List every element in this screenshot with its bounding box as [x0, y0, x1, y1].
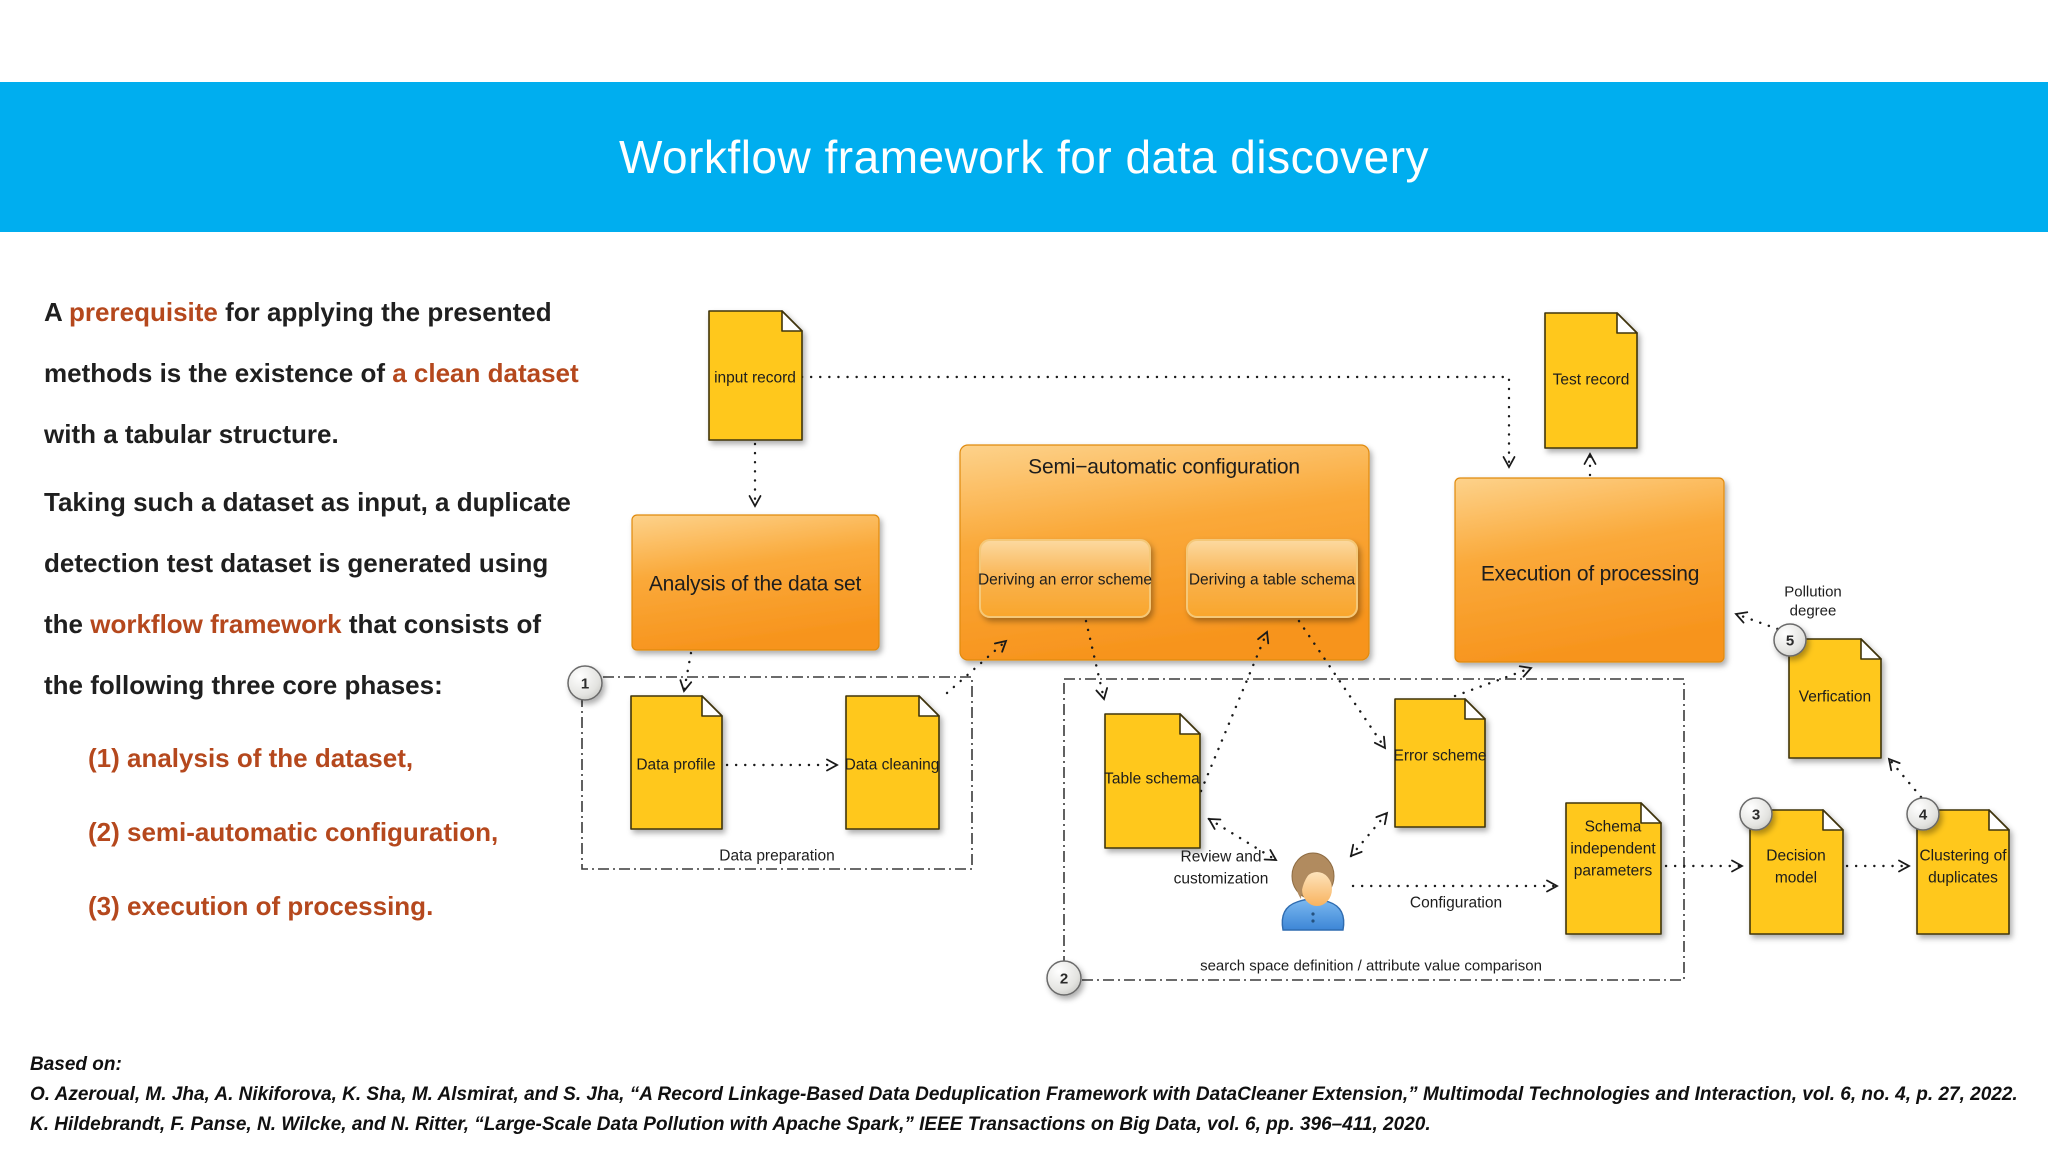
- plain-text: A: [44, 297, 70, 327]
- pollution-degree-label-l2: degree: [1790, 603, 1837, 620]
- connector-derivingtable-to-errorscheme: [1297, 619, 1387, 750]
- plain-text: Taking such a dataset as input, a duplic…: [44, 487, 571, 517]
- decision-model-label-l1: Decision: [1766, 848, 1825, 865]
- decision-model-label-l2: model: [1775, 870, 1817, 887]
- number-badges: 1 2 3 4 5: [567, 623, 1940, 996]
- data-preparation-frame: [581, 676, 973, 870]
- phase-item-2: (2) semi-automatic configuration,: [88, 817, 499, 847]
- intro-line: the following three core phases:: [44, 655, 571, 716]
- phase-item-1: (1) analysis of the dataset,: [88, 743, 414, 773]
- semi-automatic-configuration-box: [959, 444, 1370, 661]
- data-cleaning-doc: [845, 695, 940, 830]
- review-label-l1: Review and: [1181, 849, 1262, 866]
- paragraph-workflow: Taking such a dataset as input, a duplic…: [44, 472, 571, 716]
- clustering-of-duplicates-doc: [1916, 809, 2010, 935]
- badge-1-circle: [567, 665, 603, 701]
- plain-text: methods is the existence of: [44, 358, 393, 388]
- semi-config-title: Semi−automatic configuration: [1028, 456, 1300, 479]
- connector-analysis-to-dataprofile: [679, 651, 693, 693]
- user-avatar-icon: [1281, 852, 1345, 931]
- title-banner: Workflow framework for data discovery: [0, 82, 2048, 232]
- configuration-label: Configuration: [1410, 895, 1502, 912]
- plain-text: the: [44, 609, 91, 639]
- schema-params-label-l3: parameters: [1574, 863, 1653, 880]
- badge-1-label: 1: [581, 676, 589, 693]
- clustering-label-l1: Clustering of: [1919, 848, 2007, 865]
- decision-model-doc: [1749, 809, 1844, 935]
- plain-text: with a tabular structure.: [44, 419, 339, 449]
- data-cleaning-label: Data cleaning: [845, 757, 940, 774]
- intro-line: methods is the existence of a clean data…: [44, 343, 579, 404]
- deriving-table-schema-box: [1186, 539, 1358, 618]
- phase-list: (1) analysis of the dataset, (2) semi-au…: [88, 721, 498, 943]
- citation-block: Based on: O. Azeroual, M. Jha, A. Nikifo…: [30, 1050, 2020, 1140]
- deriving-table-label: Deriving a table schema: [1189, 572, 1356, 589]
- data-preparation-label: Data preparation: [719, 848, 834, 865]
- badge-3-circle: [1739, 797, 1773, 831]
- connector-person-errorscheme: [1349, 811, 1389, 858]
- input-record-doc: [708, 310, 803, 441]
- intro-line: Taking such a dataset as input, a duplic…: [44, 472, 571, 533]
- schema-independent-parameters-doc: [1565, 802, 1662, 935]
- plain-text: that consists of: [341, 609, 541, 639]
- intro-text-block: A prerequisite for applying the presente…: [0, 0, 640, 1152]
- pollution-degree-label-l1: Pollution: [1784, 584, 1842, 601]
- search-space-frame: [1063, 678, 1685, 981]
- paragraph-prerequisite: A prerequisite for applying the presente…: [44, 282, 579, 465]
- data-profile-doc: [630, 695, 723, 830]
- plain-text: the following three core phases:: [44, 670, 443, 700]
- badge-5-circle: [1773, 623, 1807, 657]
- verification-label: Verfication: [1799, 689, 1871, 706]
- badge-4-circle: [1906, 797, 1940, 831]
- slide-title: Workflow framework for data discovery: [618, 131, 1430, 183]
- plain-text: for applying the presented: [217, 297, 552, 327]
- badge-3-label: 3: [1752, 807, 1760, 824]
- input-record-label: input record: [714, 370, 796, 387]
- intro-line: with a tabular structure.: [44, 404, 579, 465]
- table-schema-doc: [1104, 713, 1201, 849]
- deriving-error-scheme-box: [979, 539, 1151, 618]
- data-profile-label: Data profile: [636, 757, 715, 774]
- connector-errorscheme-to-execution: [1453, 665, 1533, 698]
- intro-line: detection test dataset is generated usin…: [44, 533, 571, 594]
- connector-input-to-execution: [800, 375, 1516, 469]
- test-record-doc: [1544, 312, 1638, 449]
- accent-text: workflow framework: [90, 609, 342, 639]
- deriving-error-label: Deriving an error scheme: [978, 572, 1152, 589]
- execution-box-label: Execution of processing: [1481, 563, 1699, 586]
- document-shapes: [630, 310, 2010, 935]
- accent-text: a clean dataset: [392, 358, 579, 388]
- analysis-box: [631, 514, 880, 651]
- intro-line: the workflow framework that consists of: [44, 594, 571, 655]
- test-record-label: Test record: [1553, 372, 1630, 389]
- intro-line: A prerequisite for applying the presente…: [44, 282, 579, 343]
- citation-2: K. Hildebrandt, F. Panse, N. Wilcke, and…: [30, 1114, 1431, 1135]
- schema-params-label-l1: Schema: [1585, 819, 1642, 836]
- badge-2-label: 2: [1060, 971, 1068, 988]
- execution-box: [1454, 477, 1725, 663]
- search-space-label: search space definition / attribute valu…: [1200, 958, 1542, 975]
- schema-params-label-l2: independent: [1570, 841, 1656, 858]
- citation-1: O. Azeroual, M. Jha, A. Nikiforova, K. S…: [30, 1084, 2018, 1105]
- based-on-label: Based on:: [30, 1054, 122, 1075]
- verification-doc: [1788, 638, 1882, 759]
- clustering-label-l2: duplicates: [1928, 870, 1998, 887]
- table-schema-label: Table schema: [1104, 771, 1200, 788]
- analysis-box-label: Analysis of the data set: [649, 573, 862, 596]
- badge-4-label: 4: [1919, 807, 1928, 824]
- review-label-l2: customization: [1174, 871, 1269, 888]
- phase-item-3: (3) execution of processing.: [88, 891, 434, 921]
- error-scheme-doc: [1394, 698, 1486, 828]
- accent-text: prerequisite: [69, 297, 218, 327]
- badge-2-circle: [1046, 960, 1082, 996]
- plain-text: detection test dataset is generated usin…: [44, 548, 549, 578]
- badge-5-label: 5: [1786, 633, 1794, 650]
- error-scheme-label: Error scheme: [1393, 748, 1486, 765]
- connector-clustering-to-verification: [1887, 757, 1923, 799]
